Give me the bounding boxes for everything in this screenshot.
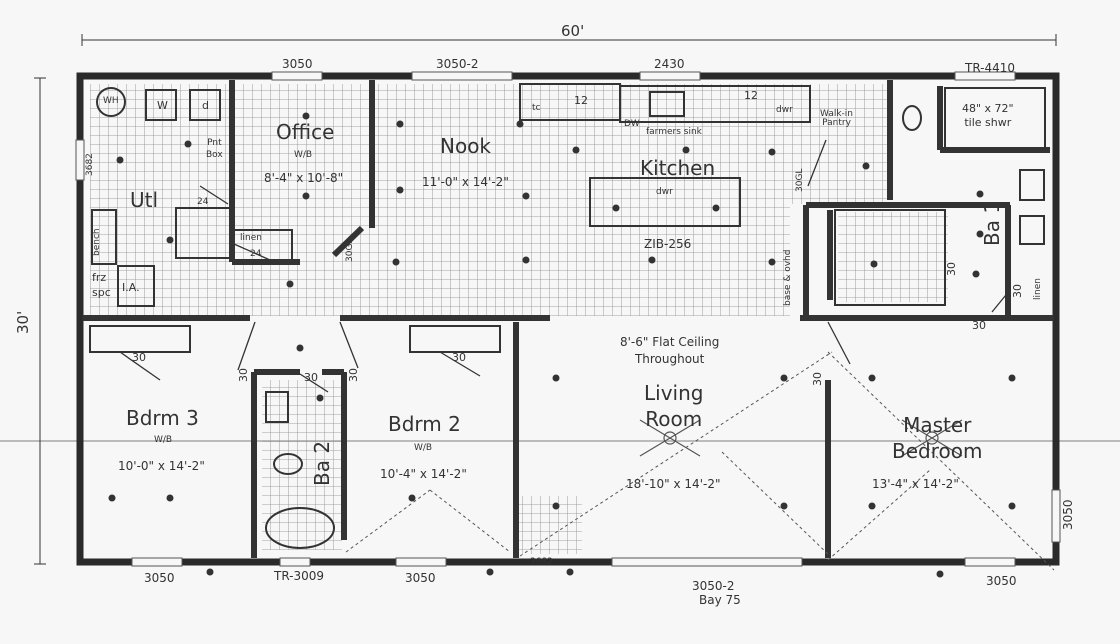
bdrm3-wb: W/B xyxy=(154,435,173,445)
cabinet-12-b: 12 xyxy=(744,89,758,102)
bdrm3-dim: 10'-0" x 14'-2" xyxy=(118,459,205,473)
door-30gl-pantry: 30GL xyxy=(795,168,805,192)
window-bay-label: Bay 75 xyxy=(699,593,741,607)
dryer: d xyxy=(202,99,209,112)
window-bdrm3-label: 3050 xyxy=(144,571,175,585)
master-dim: 13'-4" x 14'-2" xyxy=(872,477,959,491)
window-bath-label: TR-4410 xyxy=(965,61,1016,75)
panel-box: Pnt Box xyxy=(206,138,223,160)
island-drawer: dwr xyxy=(656,187,673,197)
door-30-bdrm3-closet: 30 xyxy=(132,351,146,364)
door-24-utl: 24 xyxy=(197,197,209,207)
window-bdrm2-label: 3050 xyxy=(405,571,436,585)
office-dim: 8'-4" x 10'-8" xyxy=(264,171,344,185)
room-pantry: Walk-in Pantry xyxy=(820,109,854,128)
door-30-ba1-c: 30 xyxy=(972,319,986,332)
linen-closet-hall: linen xyxy=(240,233,262,243)
tile-floor-ba1 xyxy=(838,212,948,302)
room-master: Master Bedroom xyxy=(892,413,983,463)
linen-closet-ba1: linen xyxy=(1033,278,1043,300)
room-nook: Nook xyxy=(440,134,492,158)
dishwasher: DW xyxy=(624,119,640,129)
bdrm2-dim: 10'-4" x 14'-2" xyxy=(380,467,467,481)
room-living: Living Room xyxy=(644,381,704,431)
exterior-wall xyxy=(76,72,1060,566)
room-ba1: Ba 1 xyxy=(980,200,1004,246)
door-24-linen: 24 xyxy=(250,249,262,259)
window-utl-label: 3682 xyxy=(85,153,95,176)
water-heater: WH xyxy=(103,96,119,106)
base-ovhd-cabinet: base & ovhd xyxy=(783,249,793,306)
door-30-bdrm2: 30 xyxy=(347,368,360,382)
washer: W xyxy=(157,99,168,112)
window-living-label: 3050-2 xyxy=(692,579,735,593)
bdrm2-wb: W/B xyxy=(414,443,433,453)
nook-dim: 11'-0" x 14'-2" xyxy=(422,175,509,189)
room-ba2: Ba 2 xyxy=(310,440,334,486)
entry-door-label: 3682 xyxy=(530,557,553,567)
freezer-space: frz spc xyxy=(92,271,111,300)
door-30-ba2: 30 xyxy=(304,371,318,384)
overall-width-label: 60' xyxy=(561,22,585,40)
door-30gl-nook: 30GL xyxy=(345,238,355,262)
door-30-master: 30 xyxy=(811,372,824,386)
tile-floor-pantry xyxy=(790,84,890,204)
cabinet-12-a: 12 xyxy=(574,94,588,107)
drawer-top: dwr xyxy=(776,105,793,115)
trash-compactor: tc xyxy=(532,103,541,113)
window-master-bottom-label: 3050 xyxy=(986,574,1017,588)
room-office: Office xyxy=(276,120,335,144)
ceiling-note: 8'-6" Flat Ceiling Throughout xyxy=(620,335,720,366)
room-kitchen: Kitchen xyxy=(640,156,716,180)
office-wb: W/B xyxy=(294,150,313,160)
window-master-side-label: 3050 xyxy=(1061,499,1075,530)
ice-alarm: I.A. xyxy=(122,281,140,294)
tile-floor-entry xyxy=(518,496,582,554)
living-dim: 18'-10" x 14'-2" xyxy=(626,477,721,491)
room-bdrm2: Bdrm 2 xyxy=(388,412,461,436)
window-bath2-label: TR-3009 xyxy=(274,569,325,583)
window-kitchen-label: 2430 xyxy=(654,57,685,71)
farmers-sink: farmers sink xyxy=(646,127,702,137)
door-30-bdrm2-closet: 30 xyxy=(452,351,466,364)
kitchen-code: ZIB-256 xyxy=(644,237,692,251)
door-30-ba1-b: 30 xyxy=(1011,284,1024,298)
window-office-label: 3050 xyxy=(282,57,313,71)
tile-floor-main xyxy=(90,84,790,316)
door-30-bdrm3: 30 xyxy=(237,368,250,382)
bench: bench xyxy=(92,228,102,256)
door-30-ba1-a: 30 xyxy=(945,262,958,276)
overall-depth-label: 30' xyxy=(14,310,32,334)
room-bdrm3: Bdrm 3 xyxy=(126,406,199,430)
window-nook-label: 3050-2 xyxy=(436,57,479,71)
room-utl: Utl xyxy=(130,188,159,212)
tile-shower: 48" x 72" tile shwr xyxy=(962,102,1014,130)
